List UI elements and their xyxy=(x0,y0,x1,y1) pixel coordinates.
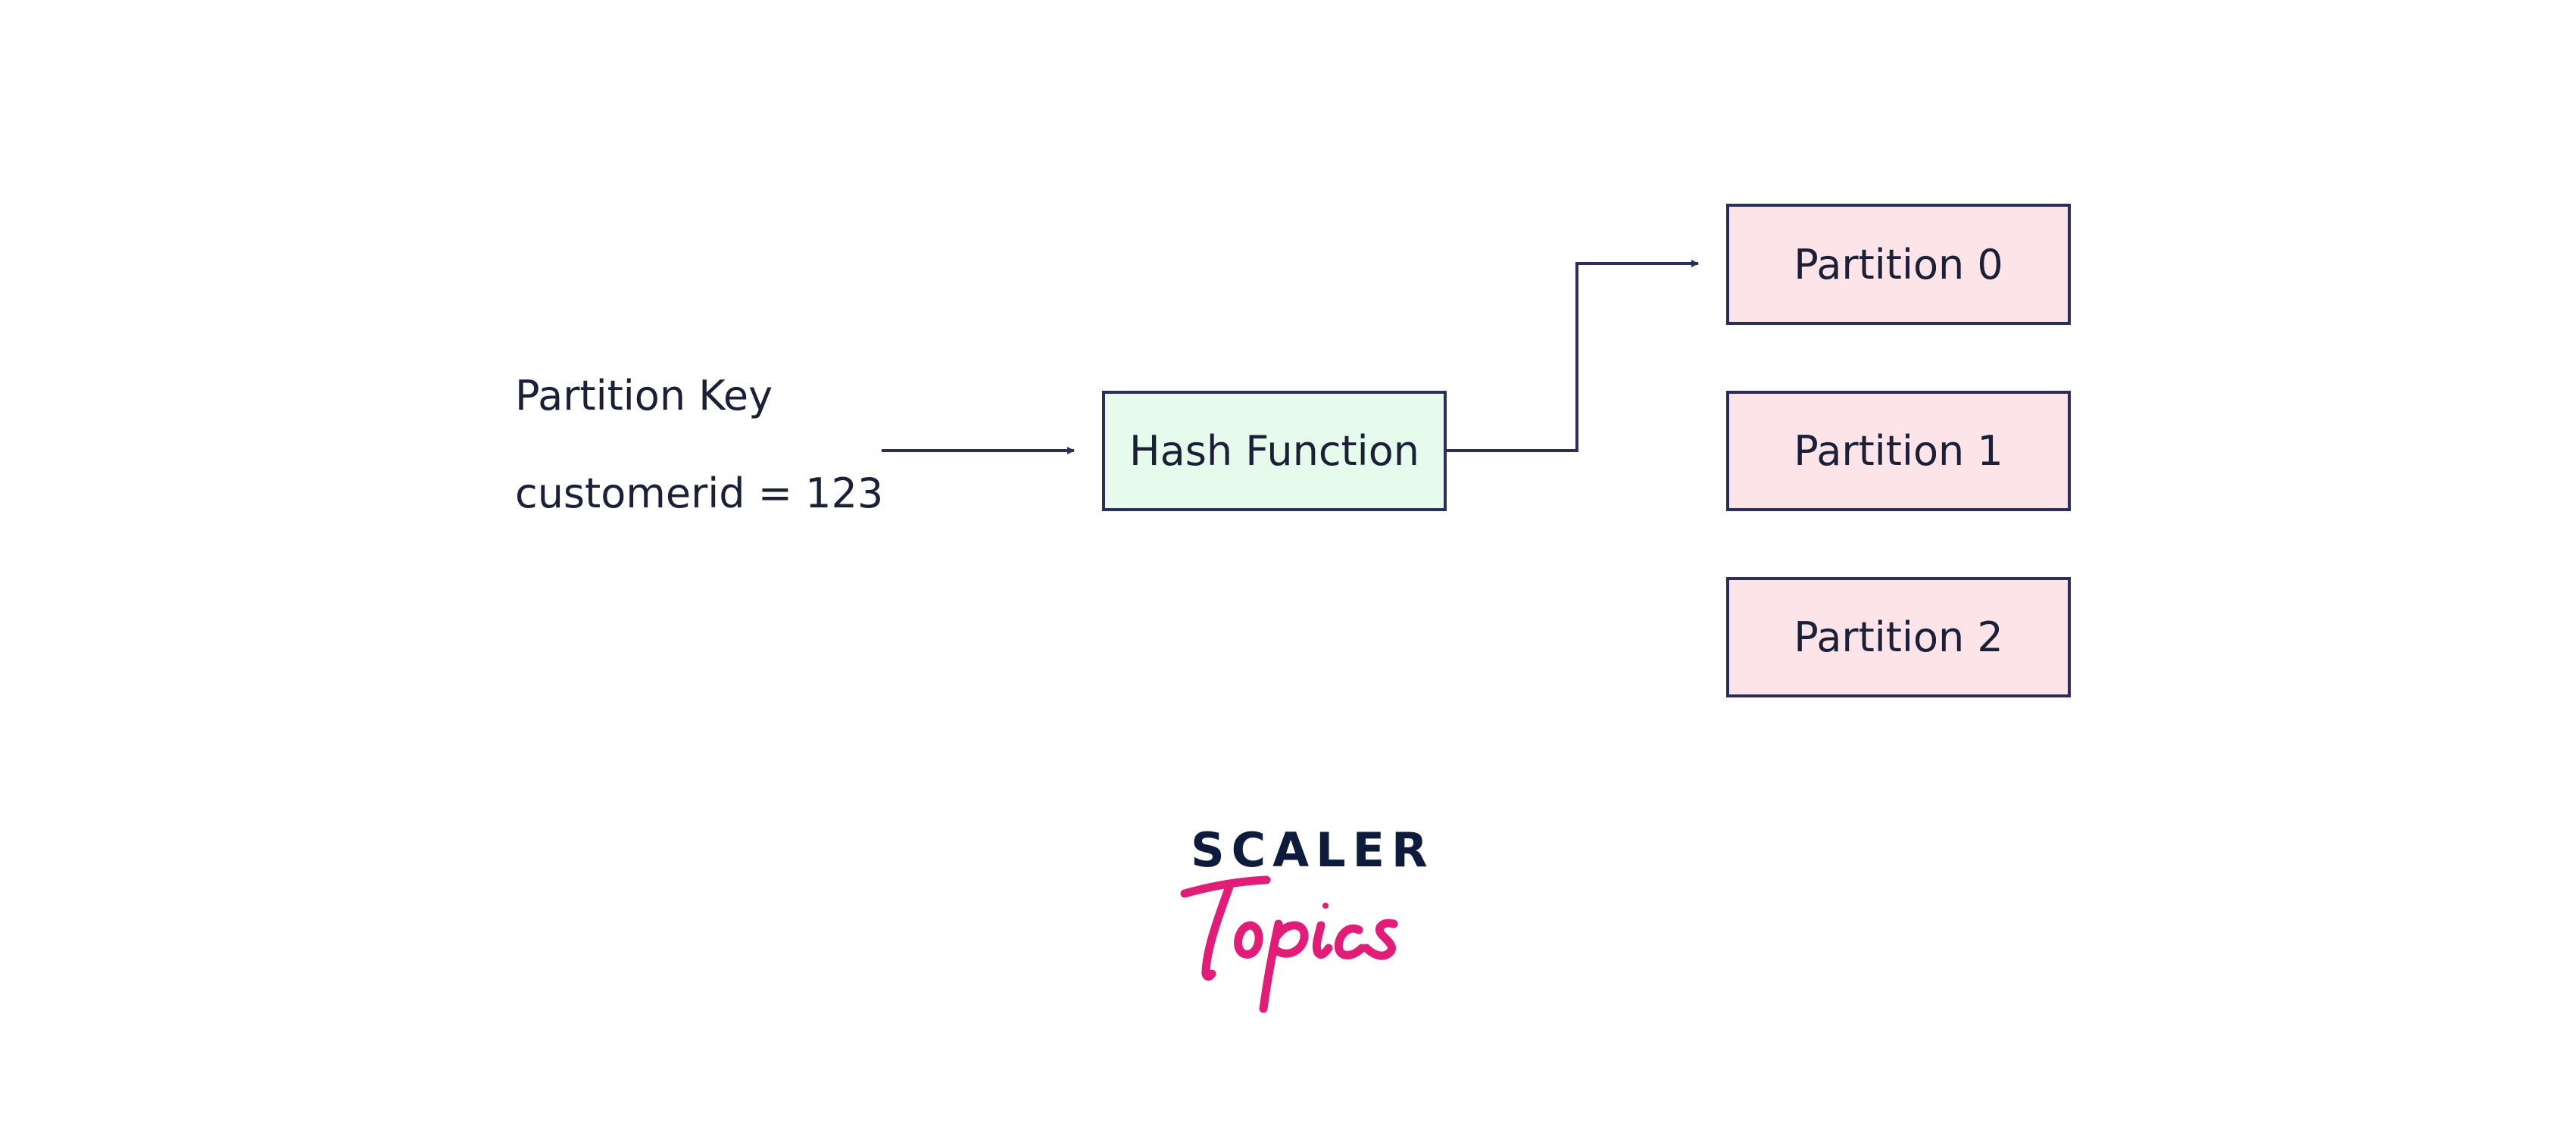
partition-box-2: Partition 2 xyxy=(1726,577,2071,697)
partition-label: Partition 2 xyxy=(1794,613,2003,661)
partition-key-title: Partition Key xyxy=(515,372,773,420)
topics-logo-script xyxy=(1180,875,1398,1013)
scaler-logo-wordmark: SCALER xyxy=(1191,822,1435,878)
partition-box-1: Partition 1 xyxy=(1726,391,2071,511)
partition-label: Partition 1 xyxy=(1794,427,2003,475)
partition-label: Partition 0 xyxy=(1794,240,2003,289)
hash-function-label: Hash Function xyxy=(1129,427,1419,475)
hash-function-box: Hash Function xyxy=(1102,391,1447,511)
partition-box-0: Partition 0 xyxy=(1726,204,2071,325)
partition-key-value: customerid = 123 xyxy=(515,470,884,517)
hash-to-partition-0-arrow xyxy=(1447,260,1699,452)
